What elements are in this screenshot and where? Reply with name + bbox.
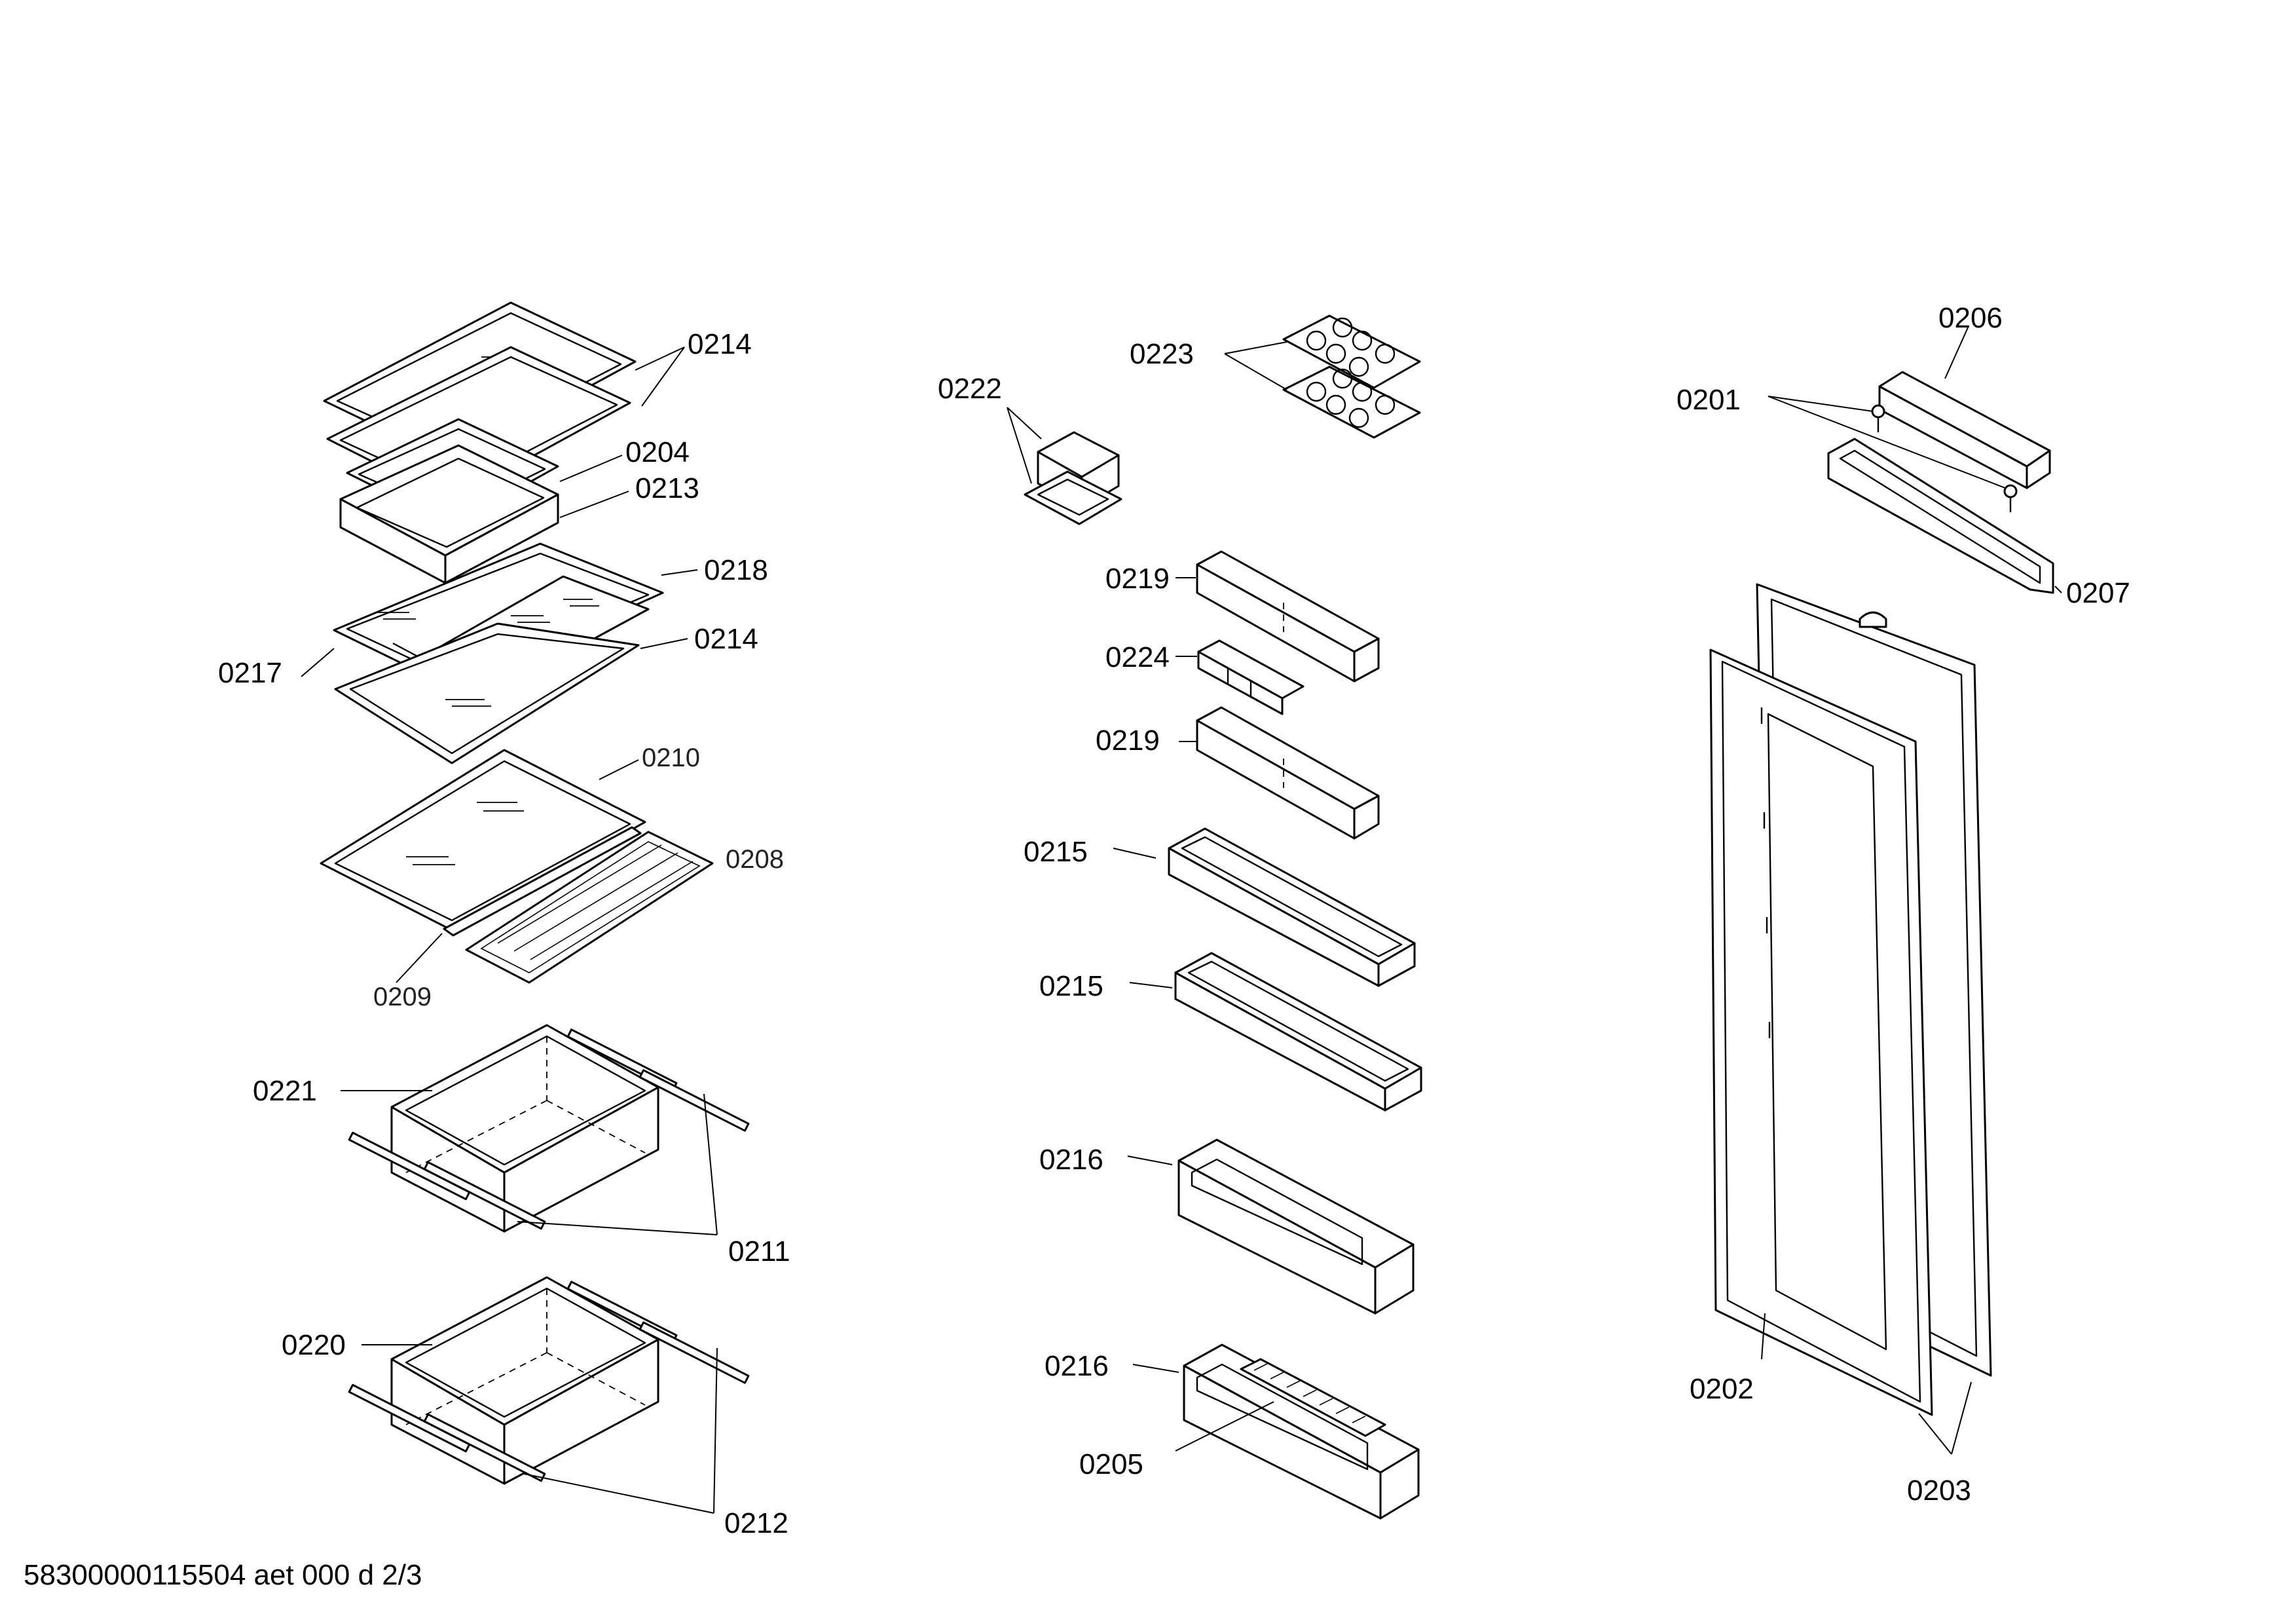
bottle-shelf-0216-upper (1177, 1138, 1415, 1315)
label-0208: 0208 (726, 845, 784, 874)
document-id: 58300000115504 aet 000 d 2/3 (24, 1559, 422, 1591)
glass-shelf-0214-lower (334, 622, 640, 764)
label-0214-lower: 0214 (694, 623, 758, 655)
label-0209: 0209 (373, 983, 432, 1011)
rails-0211 (348, 1028, 750, 1230)
door-shelf-0219-lower (1196, 706, 1380, 840)
hinge-cover-0206 (1878, 371, 2051, 489)
label-0219-lower: 0219 (1096, 724, 1160, 757)
butter-box-0222 (1024, 431, 1122, 525)
label-0216-upper: 0216 (1039, 1144, 1103, 1176)
door-shelf-0215-upper (1168, 827, 1416, 987)
label-0212: 0212 (724, 1507, 788, 1539)
door-gasket-0202 (1709, 648, 1933, 1416)
label-0223: 0223 (1130, 338, 1194, 370)
egg-trays-0223 (1282, 314, 1421, 439)
label-0221: 0221 (253, 1075, 317, 1107)
grille-0208 (465, 831, 714, 984)
door-shelf-0219-upper (1196, 550, 1380, 683)
leader-lines (301, 327, 2062, 1514)
label-0216-lower: 0216 (1045, 1350, 1109, 1382)
label-0204: 0204 (625, 436, 690, 468)
label-0218: 0218 (704, 554, 768, 586)
label-0206: 0206 (1938, 302, 2003, 334)
label-0207: 0207 (2066, 577, 2130, 609)
label-0224: 0224 (1105, 641, 1170, 673)
label-0210: 0210 (642, 743, 700, 772)
label-0205: 0205 (1079, 1448, 1143, 1480)
label-0215-lower: 0215 (1039, 970, 1103, 1002)
label-0201: 0201 (1676, 384, 1741, 416)
label-0211: 0211 (728, 1235, 790, 1267)
label-0213: 0213 (635, 472, 699, 504)
label-0217: 0217 (218, 657, 282, 689)
label-0219-upper: 0219 (1105, 563, 1170, 595)
door-shelf-0215-lower (1174, 952, 1422, 1112)
drawer-0221 (390, 1024, 659, 1233)
bottle-holder-0205 (1240, 1358, 1386, 1437)
label-0222: 0222 (938, 373, 1002, 405)
label-0220: 0220 (282, 1329, 346, 1361)
bracket-0207 (1827, 438, 2054, 594)
part-labels: 0214 0204 0213 0218 0217 0214 0210 0208 … (218, 302, 2130, 1539)
divider-0224 (1197, 639, 1305, 715)
drawer-0220 (390, 1276, 659, 1485)
label-0215-upper: 0215 (1024, 836, 1088, 868)
bottle-shelf-0216-lower (1183, 1343, 1420, 1520)
screws-0201 (1871, 404, 2018, 512)
strip-0209 (443, 826, 642, 937)
label-0203: 0203 (1907, 1474, 1971, 1507)
label-0214-top: 0214 (688, 328, 752, 360)
rails-0212 (348, 1281, 750, 1482)
label-0202: 0202 (1690, 1373, 1754, 1405)
glass-shelf-0210 (320, 749, 646, 931)
